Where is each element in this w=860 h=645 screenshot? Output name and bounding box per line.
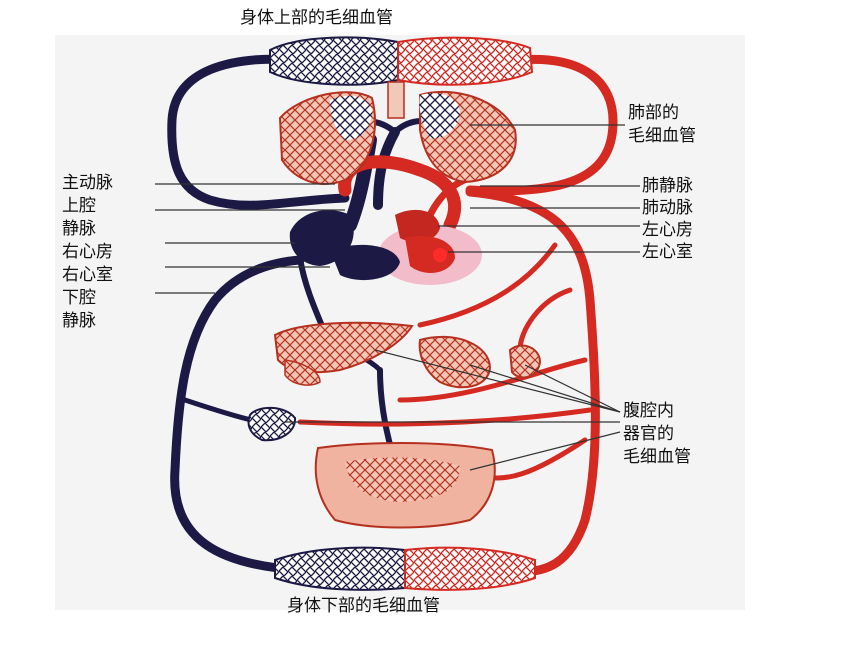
label-right-atrium: 右心房 — [62, 242, 113, 262]
label-superior-vena-cava-2: 静脉 — [62, 219, 96, 239]
label-lower-body-capillaries: 身体下部的毛细血管 — [287, 596, 440, 616]
label-inferior-vena-cava-1: 下腔 — [62, 288, 96, 308]
trachea — [387, 81, 405, 119]
label-inferior-vena-cava-2: 静脉 — [62, 311, 96, 331]
upper-body-capillaries-arterial — [397, 36, 534, 86]
label-aorta: 主动脉 — [62, 173, 113, 193]
label-left-atrium: 左心房 — [642, 220, 693, 240]
label-pulmonary-artery: 肺动脉 — [642, 198, 693, 218]
label-abdominal-capillaries-3: 毛细血管 — [623, 447, 691, 467]
label-right-ventricle: 右心室 — [62, 265, 113, 285]
label-left-ventricle: 左心室 — [642, 242, 693, 262]
right-lung-venous-mesh — [419, 93, 460, 139]
left-lung-venous-mesh — [330, 95, 372, 140]
label-pulmonary-vein: 肺静脉 — [642, 176, 693, 196]
left-atrium-shape — [395, 209, 440, 243]
label-abdominal-capillaries-2: 器官的 — [623, 424, 674, 444]
lower-body-capillaries-venous — [274, 546, 406, 591]
kidney — [247, 406, 297, 442]
label-lung-capillaries-2: 毛细血管 — [628, 126, 696, 146]
arterial-vessels — [297, 54, 618, 577]
lower-body-capillaries-arterial — [404, 546, 536, 591]
upper-body-capillaries-venous — [269, 36, 399, 86]
left-ventricle-dot — [433, 248, 447, 262]
left-ventricle-shape — [405, 236, 455, 273]
right-ventricle-shape — [330, 244, 400, 281]
label-abdominal-capillaries-1: 腹腔内 — [623, 401, 674, 421]
label-upper-body-capillaries: 身体上部的毛细血管 — [240, 8, 393, 28]
label-superior-vena-cava-1: 上腔 — [62, 196, 96, 216]
spleen — [508, 344, 542, 379]
intestine-capillaries — [345, 457, 460, 502]
leader-lines — [155, 124, 640, 471]
label-lung-capillaries-1: 肺部的 — [628, 103, 679, 123]
liver-lobe — [284, 359, 321, 386]
